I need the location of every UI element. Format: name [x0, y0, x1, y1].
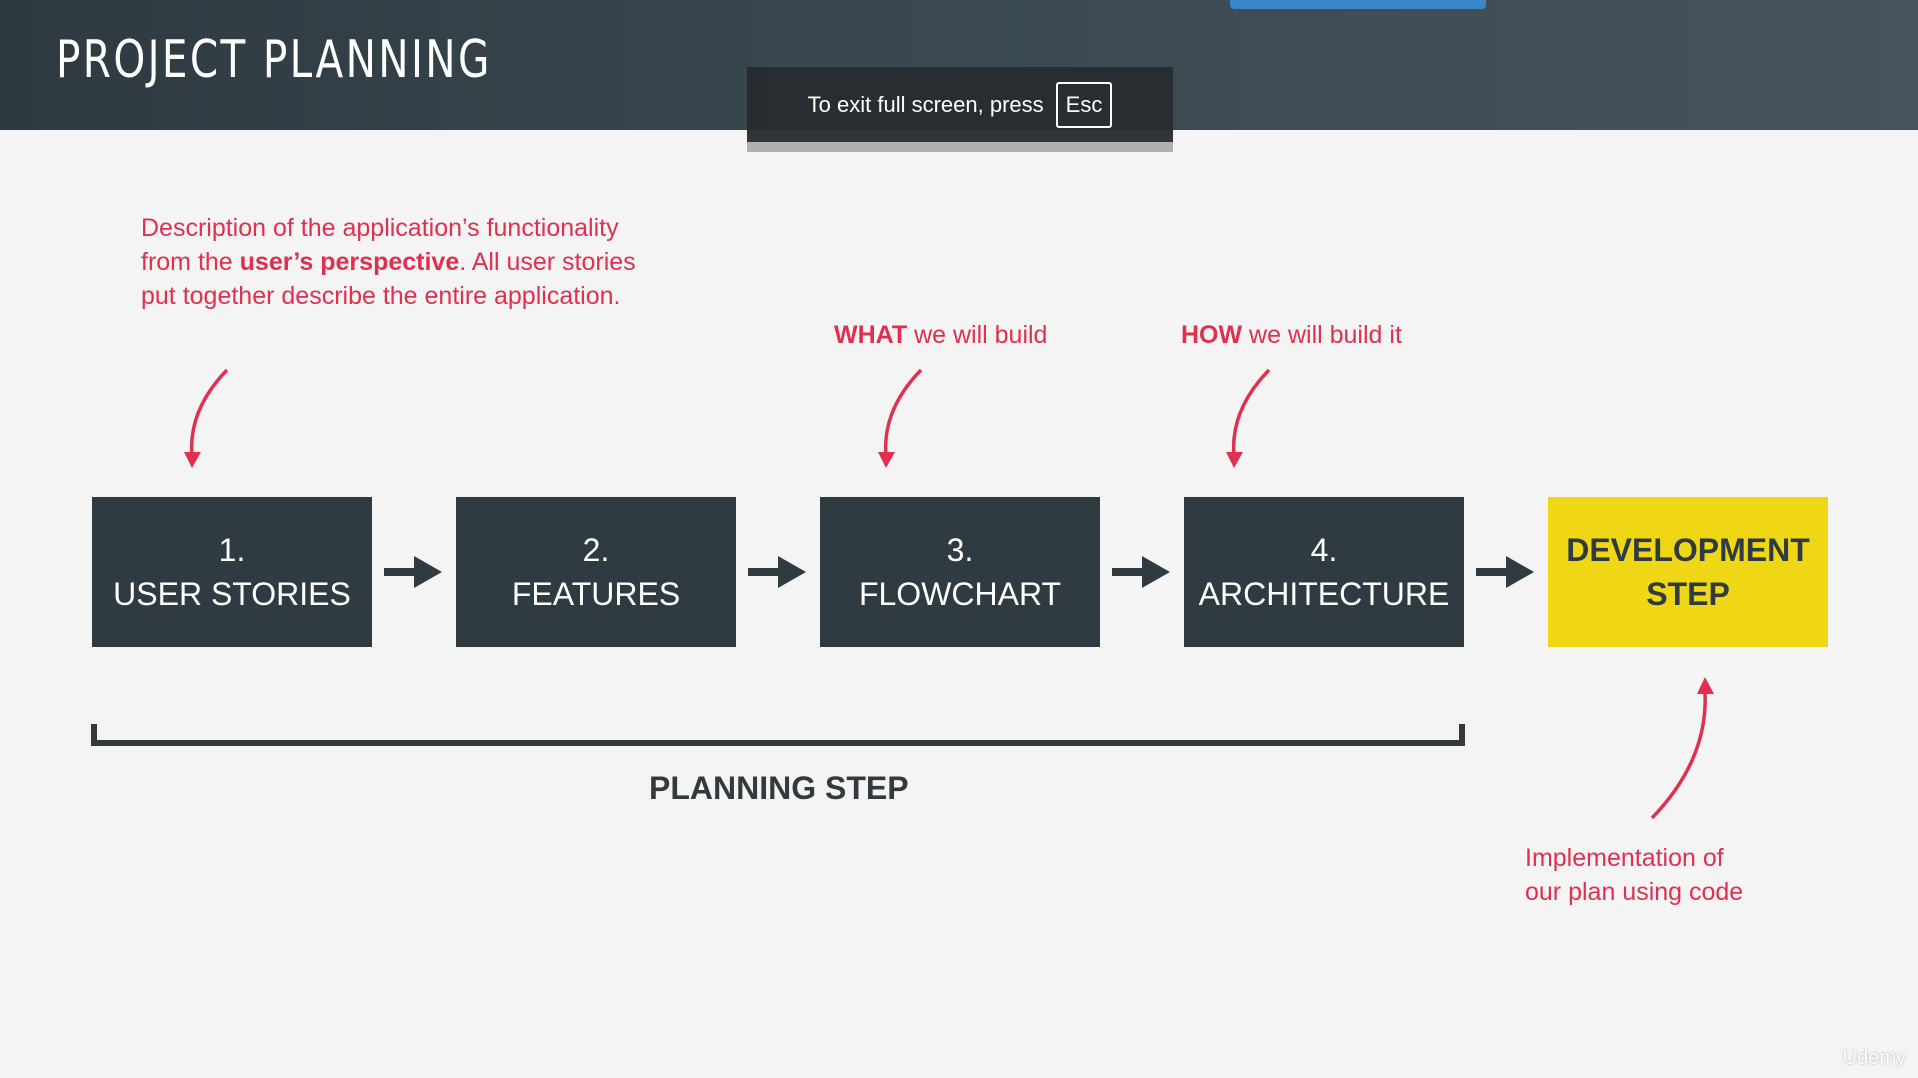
user-stories-annotation: Description of the application’s functio…	[141, 211, 641, 313]
esc-key-badge: Esc	[1055, 81, 1113, 128]
step-box-user-stories: 1. USER STORIES	[92, 497, 372, 647]
udemy-watermark: Udemy	[1842, 1047, 1906, 1069]
arrow-right-icon	[748, 556, 806, 588]
planning-bracket	[91, 724, 1465, 746]
curved-arrow-icon	[189, 368, 229, 457]
step-box-flowchart: 3. FLOWCHART	[820, 497, 1100, 647]
step-label: FEATURES	[511, 576, 681, 612]
development-annotation: Implementation of our plan using code	[1525, 841, 1743, 909]
step-number: 2.	[582, 532, 610, 568]
annotation-line: Implementation of	[1525, 844, 1724, 872]
dev-step-line: DEVELOPMENT	[1566, 532, 1810, 568]
arrowhead-icon	[1226, 452, 1243, 468]
step-number: 4.	[1310, 532, 1338, 568]
annotation-text: Description of the application’s functio…	[141, 214, 619, 276]
arrow-right-icon	[384, 556, 442, 588]
page-title: PROJECT PLANNING	[56, 30, 492, 90]
arrow-right-icon	[1112, 556, 1170, 588]
arrowhead-icon	[1697, 677, 1714, 694]
step-label: FLOWCHART	[858, 576, 1062, 612]
arrowhead-icon	[878, 452, 895, 468]
annotation-emphasis: HOW	[1181, 321, 1243, 349]
fullscreen-notice-text: To exit full screen, press	[807, 91, 1044, 117]
annotation-text: we will build	[907, 321, 1048, 349]
step-box-features: 2. FEATURES	[456, 497, 736, 647]
arrow-right-icon	[1476, 556, 1534, 588]
planning-step-label: PLANNING STEP	[649, 770, 909, 806]
curved-arrow-icon	[1231, 368, 1271, 457]
step-label: USER STORIES	[113, 576, 351, 612]
development-step-box: DEVELOPMENT STEP	[1548, 497, 1828, 647]
arrowhead-icon	[184, 452, 201, 468]
browser-tab-indicator[interactable]	[1230, 0, 1486, 9]
fullscreen-exit-notice: To exit full screen, press Esc	[747, 67, 1173, 142]
step-number: 1.	[218, 532, 246, 568]
step-label: ARCHITECTURE	[1198, 576, 1450, 612]
annotation-line: our plan using code	[1525, 878, 1744, 906]
step-box-architecture: 4. ARCHITECTURE	[1184, 497, 1464, 647]
curved-arrow-icon	[883, 368, 923, 457]
annotation-emphasis: user’s perspective	[239, 248, 460, 276]
architecture-annotation: HOW we will build it	[1181, 318, 1402, 352]
annotation-text: . All user stories put together describe…	[141, 248, 636, 310]
step-number: 3.	[946, 532, 974, 568]
flowchart-annotation: WHAT we will build	[834, 318, 1047, 352]
curved-arrow-icon	[1650, 692, 1707, 820]
annotation-emphasis: WHAT	[834, 321, 908, 349]
annotation-text: we will build it	[1242, 321, 1402, 349]
dev-step-line: STEP	[1646, 576, 1730, 612]
